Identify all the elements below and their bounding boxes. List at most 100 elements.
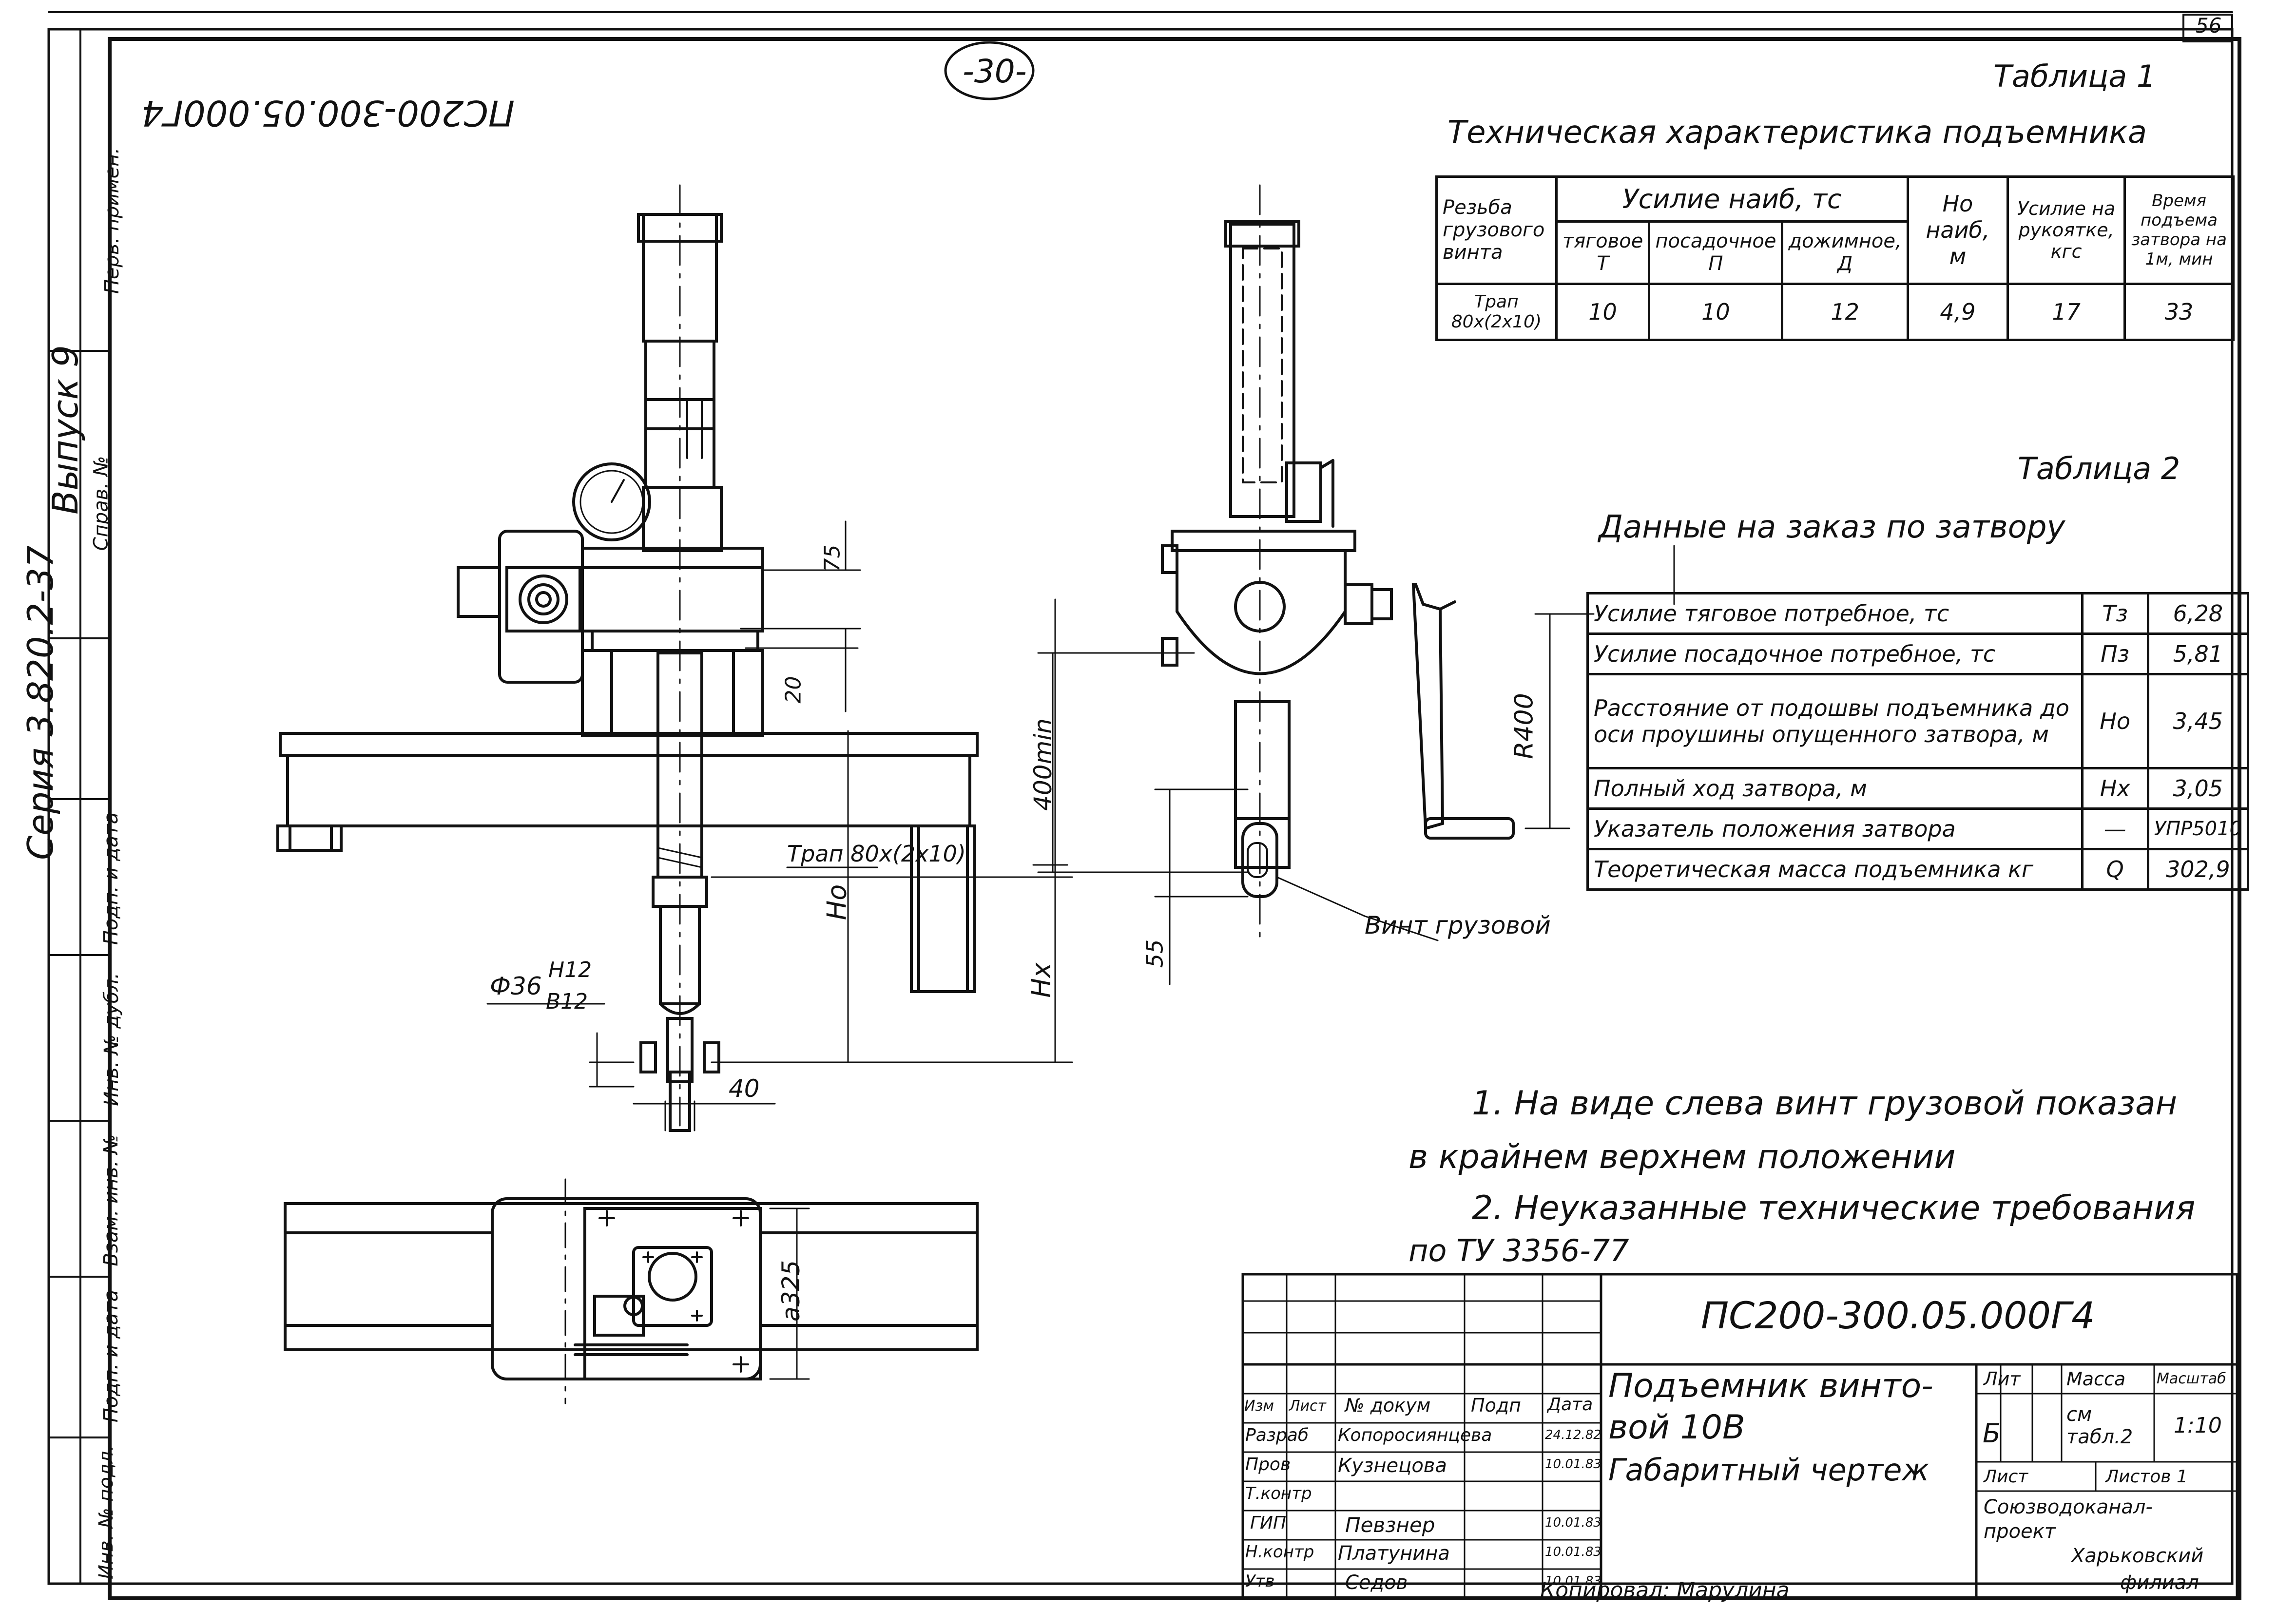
tb-org-4: филиал <box>2120 1571 2199 1594</box>
t2-sym: Пз <box>2081 632 2149 675</box>
t1-h-seat: посадочное П <box>1648 220 1784 285</box>
tb-date: 10.01.83 <box>1545 1545 1601 1559</box>
t1-height: 4,9 <box>1906 282 2009 342</box>
tb-lit-h: Лит <box>1984 1368 2021 1390</box>
dim-75: 75 <box>820 544 845 572</box>
tb-role: Т.контр <box>1245 1484 1312 1503</box>
dim-40: 40 <box>729 1074 760 1103</box>
dim-400min: 400min <box>1028 718 1057 811</box>
title-name-2: вой 10В <box>1608 1408 1745 1447</box>
tb-date: 24.12.82 <box>1545 1428 1601 1442</box>
dim-phi36: Ф36 <box>490 972 542 1000</box>
table2-subtitle: Данные на заказ по затвору <box>1599 509 2065 545</box>
tb-sheet-h: Лист <box>1984 1467 2028 1487</box>
tb-date: 10.01.83 <box>1545 1457 1601 1472</box>
t2-row: Теоретическая масса подъемника кг Q 302,… <box>1586 848 2250 891</box>
t1-clamp: 12 <box>1781 282 1909 342</box>
tb-person: Копоросиянцева <box>1338 1425 1492 1445</box>
series-label: Серия 3.820.2-37 <box>19 545 61 860</box>
tb-role: Н.контр <box>1245 1542 1314 1562</box>
dim-r400: R400 <box>1509 693 1539 759</box>
corner-number: 56 <box>2196 14 2222 38</box>
plan-view <box>284 1178 979 1404</box>
title-name-3: Габаритный чертеж <box>1608 1452 1929 1488</box>
t2-label: Указатель положения затвора <box>1586 807 2084 850</box>
t2-sym: Тз <box>2081 592 2149 635</box>
spec-table-2: Усилие тяговое потребное, тс Тз 6,28 Уси… <box>1586 592 2250 891</box>
dim-hx: Нх <box>1025 962 1057 998</box>
side-cell-5: Взам. инв. № <box>99 1134 122 1266</box>
tb-hdr-list: Лист <box>1289 1398 1327 1415</box>
t2-sym: Q <box>2081 848 2149 891</box>
t2-sym: Но <box>2081 673 2149 769</box>
note-2b: по ТУ 3356-77 <box>1408 1233 1629 1268</box>
t1-h-height: Но наиб, м <box>1906 175 2009 285</box>
page-number: -30- <box>963 53 1027 90</box>
tb-org-1: Союзводоканал- <box>1984 1496 2153 1518</box>
note-1a: 1. На виде слева винт грузовой показан <box>1472 1084 2178 1123</box>
t1-handle: 17 <box>2007 282 2126 342</box>
side-cell-4: Инв. № дубл. <box>100 973 123 1106</box>
tb-person: Платунина <box>1338 1542 1450 1565</box>
spec-table-1: Резьба грузового винта Усилие наиб, тс Н… <box>1435 175 2235 342</box>
side-view <box>1032 184 1595 985</box>
tb-role: Разраб <box>1245 1425 1309 1445</box>
t1-h-pull: тяговое Т <box>1555 220 1651 285</box>
t1-h-thread: Резьба грузового винта <box>1435 175 1558 285</box>
t1-h-time: Время подъема затвора на 1м, мин <box>2123 175 2235 285</box>
tb-person: Кузнецова <box>1338 1455 1447 1477</box>
tb-hdr-sign: Подп <box>1471 1395 1521 1416</box>
t2-label: Теоретическая масса подъемника кг <box>1586 848 2084 891</box>
tb-scale: 1:10 <box>2174 1413 2222 1438</box>
page-number-bubble <box>944 41 1035 100</box>
tb-role: ГИП <box>1250 1513 1287 1533</box>
tb-person: Седов <box>1345 1571 1408 1594</box>
dim-ho: Но <box>821 884 852 920</box>
side-cell-6: Подп. и дата <box>100 1289 123 1423</box>
t2-val: УПР5010 <box>2146 807 2250 850</box>
t2-val: 6,28 <box>2146 592 2250 635</box>
t2-label: Полный ход затвора, м <box>1586 767 2084 810</box>
table2-title: Таблица 2 <box>2018 451 2180 486</box>
side-cell-3: Подп. и дата <box>100 812 123 945</box>
t2-row: Полный ход затвора, м Нх 3,05 <box>1586 767 2250 810</box>
t1-thread: Трап 80х(2х10) <box>1435 282 1558 342</box>
copied-by: Копировал: Марулина <box>1540 1578 1790 1603</box>
tb-date: 10.01.83 <box>1545 1574 1601 1589</box>
title-block-frame <box>1241 1273 2238 1600</box>
tb-person: Певзнер <box>1345 1513 1435 1537</box>
tb-role: Утв <box>1245 1571 1275 1591</box>
t2-val: 5,81 <box>2146 632 2250 675</box>
tb-hdr-izm: Изм <box>1244 1398 1274 1415</box>
tb-sheets-h: Листов 1 <box>2105 1467 2188 1487</box>
issue-label: Выпуск 9 <box>44 345 86 515</box>
top-code-mirrored: ПС200-300.05.000Г4 <box>141 93 515 134</box>
dim-thread: Трап 80х(2х10) <box>787 841 966 867</box>
table1-subtitle: Техническая характеристика подъемника <box>1447 115 2147 151</box>
t2-row: Усилие тяговое потребное, тс Тз 6,28 <box>1586 592 2250 635</box>
dim-fit-bot: B12 <box>546 989 588 1014</box>
tb-org-3: Харьковский <box>2071 1545 2204 1567</box>
t2-sym: Нх <box>2081 767 2149 810</box>
front-view <box>276 184 1073 1132</box>
t1-pull: 10 <box>1555 282 1651 342</box>
tb-mass: см табл.2 <box>2066 1403 2133 1448</box>
corner-box <box>2182 14 2233 42</box>
t1-seat: 10 <box>1648 282 1784 342</box>
t1-time: 33 <box>2123 282 2235 342</box>
tb-scale-h: Масштаб <box>2157 1370 2226 1387</box>
t2-val: 3,05 <box>2146 767 2250 810</box>
t2-val: 3,45 <box>2146 673 2250 769</box>
t2-label: Расстояние от подошвы подъемника до оси … <box>1586 673 2084 769</box>
note-1b: в крайнем верхнем положении <box>1408 1138 1956 1176</box>
title-name-1: Подъемник винто- <box>1608 1367 1933 1405</box>
tb-org-2: проект <box>1984 1520 2056 1543</box>
side-cell-7: Инв. № подл. <box>95 1445 117 1579</box>
t2-row: Усилие посадочное потребное, тс Пз 5,81 <box>1586 632 2250 675</box>
t1-h-force: Усилие наиб, тс <box>1555 175 1909 223</box>
t2-val: 302,9 <box>2146 848 2250 891</box>
note-2a: 2. Неуказанные технические требования <box>1472 1189 2196 1227</box>
t2-row: Указатель положения затвора — УПР5010 <box>1586 807 2250 850</box>
tb-role: Пров <box>1245 1455 1291 1475</box>
t2-row: Расстояние от подошвы подъемника до оси … <box>1586 673 2250 769</box>
